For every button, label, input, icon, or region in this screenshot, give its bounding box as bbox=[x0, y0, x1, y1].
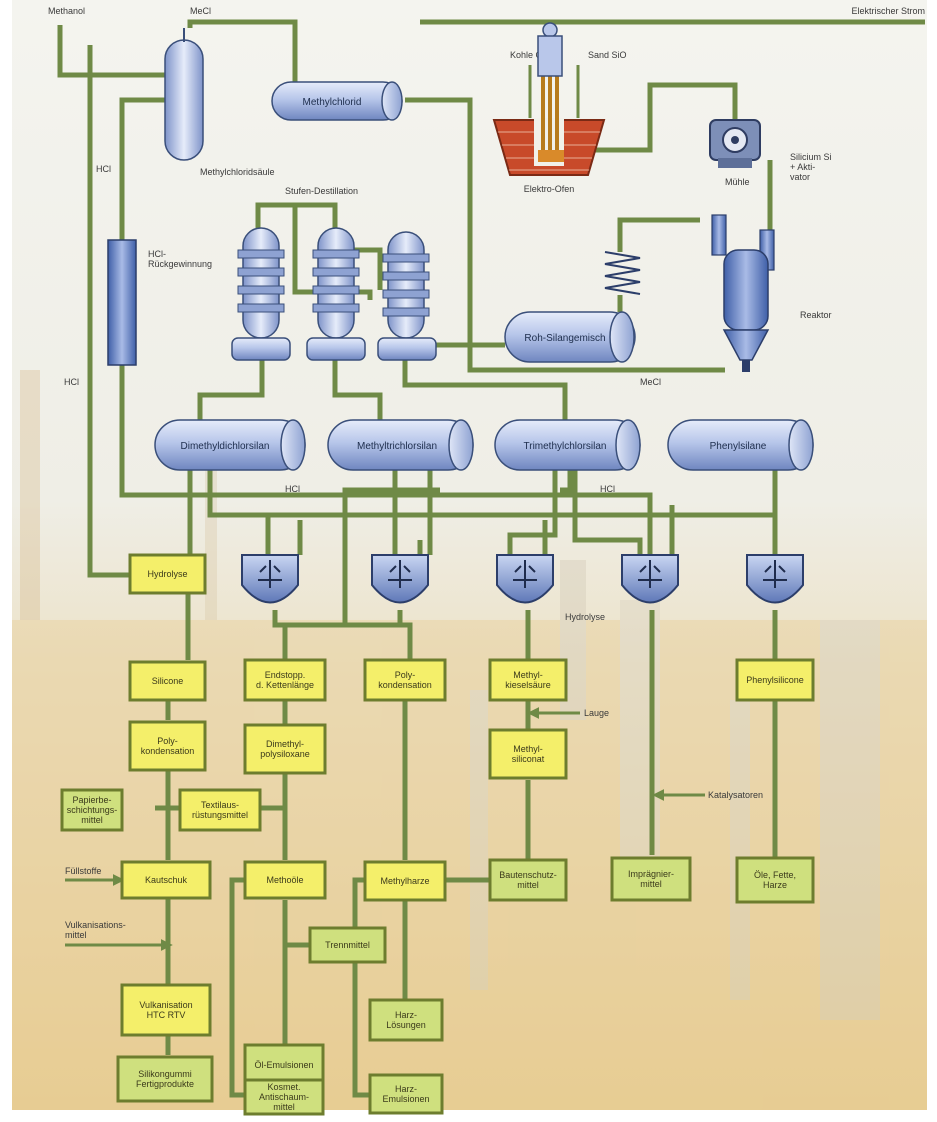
phenyl-tank: Phenylsilane bbox=[667, 419, 814, 471]
box-endst: Endstopp.d. Kettenlänge bbox=[243, 658, 327, 702]
box-methylharz: Methylharze bbox=[363, 860, 447, 902]
box-label-kosmetik: Kosmet.Antischaum-mittel bbox=[259, 1082, 309, 1112]
hydrolysis-vessel bbox=[241, 554, 299, 604]
box-methylkieselsaeure: Methyl-kieselsäure bbox=[488, 658, 568, 702]
box-harzloesungen: Harz-Lösungen bbox=[368, 998, 444, 1042]
box-phenylsilicone: Phenylsilicone bbox=[735, 658, 815, 702]
hydrolysis-vessel bbox=[496, 554, 554, 604]
distillation-column-1 bbox=[231, 227, 291, 361]
methylchlorid-tank-label: Methylchlorid bbox=[303, 97, 362, 108]
box-methylsiliconat: Methyl-siliconat bbox=[488, 728, 568, 780]
box-oele: Öle, Fette,Harze bbox=[735, 856, 815, 904]
box-bautenschutz: Bautenschutz-mittel bbox=[488, 858, 568, 902]
methyl-tank-label: Methyltrichlorsilan bbox=[357, 441, 437, 452]
methylchlorid-column-label: Methylchloridsäule bbox=[200, 167, 275, 177]
katalysatoren-label: Katalysatoren bbox=[708, 790, 763, 800]
box-label-bautenschutz: Bautenschutz-mittel bbox=[499, 870, 557, 890]
box-label-papier: Papierbe-schichtungs-mittel bbox=[67, 795, 118, 825]
box-silicone: Silicone bbox=[128, 660, 207, 702]
distillation-column-3 bbox=[377, 231, 437, 361]
phenyl-tank-label: Phenylsilane bbox=[710, 441, 767, 452]
box-kosmetik: Kosmet.Antischaum-mittel bbox=[243, 1078, 325, 1116]
dimethyl-tank-label: Dimethyldichlorsilan bbox=[181, 441, 270, 452]
vulkmittel-label: Vulkanisations-mittel bbox=[65, 920, 126, 940]
process-boxes: HydrolyseSiliconePoly-kondensationPapier… bbox=[60, 553, 815, 1116]
box-harzemulsionen: Harz-Emulsionen bbox=[368, 1073, 444, 1115]
hcl-rueck-label: HCl-Rückgewinnung bbox=[148, 249, 212, 269]
hydrolysis-vessel bbox=[371, 554, 429, 604]
sand-label: Sand SiO bbox=[588, 50, 627, 60]
box-dimethylpoly: Dimethyl-polysiloxane bbox=[243, 723, 327, 775]
kuehler bbox=[604, 251, 641, 295]
box-label-phenylsilicone: Phenylsilicone bbox=[746, 675, 804, 685]
box-textil: Textilaus-rüstungsmittel bbox=[178, 788, 262, 832]
box-label-silicone: Silicone bbox=[152, 676, 184, 686]
roh-tank-label: Roh-Silangemisch bbox=[524, 333, 605, 344]
elektro-ofen-label: Elektro-Ofen bbox=[524, 184, 575, 194]
trimethyl-tank-label: Trimethylchlorsilan bbox=[524, 441, 607, 452]
silicium-label: Silicium Si+ Akti-vator bbox=[790, 152, 832, 182]
box-label-harzloesungen: Harz-Lösungen bbox=[386, 1010, 426, 1030]
mecl-bottom-label: MeCl bbox=[640, 377, 661, 387]
hcl-left-label: HCl bbox=[96, 164, 111, 174]
muehle bbox=[709, 119, 761, 168]
dimethyl-tank: Dimethyldichlorsilan bbox=[154, 419, 306, 471]
fuellstoffe-label: Füllstoffe bbox=[65, 866, 101, 876]
box-label-oele: Öle, Fette,Harze bbox=[754, 870, 796, 890]
strom-label: Elektrischer Strom bbox=[851, 6, 925, 16]
hydrolysis-vessel bbox=[621, 554, 679, 604]
box-hydrolyse: Hydrolyse bbox=[128, 553, 207, 595]
lauge-label: Lauge bbox=[584, 708, 609, 718]
box-impraeg: Imprägnier-mittel bbox=[610, 856, 692, 902]
hcl-mid-label: HCl bbox=[285, 484, 300, 494]
hydrolysis-vessel bbox=[746, 554, 804, 604]
box-label-impraeg: Imprägnier-mittel bbox=[628, 869, 674, 889]
box-label-methylharz: Methylharze bbox=[380, 876, 429, 886]
methylchlorid-column bbox=[164, 28, 204, 161]
box-papier: Papierbe-schichtungs-mittel bbox=[60, 788, 124, 832]
box-trennmittel: Trennmittel bbox=[308, 926, 387, 964]
box-label-trennmittel: Trennmittel bbox=[325, 940, 370, 950]
box-label-methylsiliconat: Methyl-siliconat bbox=[512, 744, 545, 764]
box-label-oelemulsionen: Öl-Emulsionen bbox=[254, 1060, 313, 1070]
hydrolyse-side-label: Hydrolyse bbox=[565, 612, 605, 622]
box-label-poly2: Poly-kondensation bbox=[378, 670, 432, 690]
box-label-methoele: Methoöle bbox=[266, 875, 303, 885]
roh-silangemisch-tank: Roh-Silangemisch bbox=[504, 311, 636, 363]
box-label-methylkieselsaeure: Methyl-kieselsäure bbox=[505, 670, 551, 690]
kohle-label: Kohle C bbox=[510, 50, 543, 60]
methyl-tank: Methyltrichlorsilan bbox=[327, 419, 474, 471]
hcl-right-label: HCl bbox=[600, 484, 615, 494]
box-label-hydrolyse: Hydrolyse bbox=[147, 569, 187, 579]
box-poly1: Poly-kondensation bbox=[128, 720, 207, 772]
box-methoele: Methoöle bbox=[243, 860, 327, 900]
hydrolysis-vessels bbox=[241, 554, 804, 604]
box-label-dimethylpoly: Dimethyl-polysiloxane bbox=[260, 739, 310, 759]
muehle-label: Mühle bbox=[725, 177, 750, 187]
box-poly2: Poly-kondensation bbox=[363, 658, 447, 702]
box-label-harzemulsionen: Harz-Emulsionen bbox=[382, 1084, 429, 1104]
box-label-kautschuk: Kautschuk bbox=[145, 875, 188, 885]
destillation-label: Stufen-Destillation bbox=[285, 186, 358, 196]
box-label-poly1: Poly-kondensation bbox=[141, 736, 195, 756]
methanol-label: Methanol bbox=[48, 6, 85, 16]
hcl-rueckgewinnung bbox=[107, 239, 137, 366]
trimethyl-tank: Trimethylchlorsilan bbox=[494, 419, 641, 471]
reaktor-label: Reaktor bbox=[800, 310, 832, 320]
box-label-endst: Endstopp.d. Kettenlänge bbox=[256, 670, 314, 690]
box-kautschuk: Kautschuk bbox=[120, 860, 212, 900]
distillation-column-2 bbox=[306, 227, 366, 361]
mecl-top-label: MeCl bbox=[190, 6, 211, 16]
reaktor bbox=[711, 214, 775, 372]
elektro-ofen bbox=[492, 22, 606, 176]
methylchlorid-tank: Methylchlorid bbox=[271, 81, 403, 121]
box-label-textil: Textilaus-rüstungsmittel bbox=[192, 800, 248, 820]
hcl-left2-label: HCl bbox=[64, 377, 79, 387]
